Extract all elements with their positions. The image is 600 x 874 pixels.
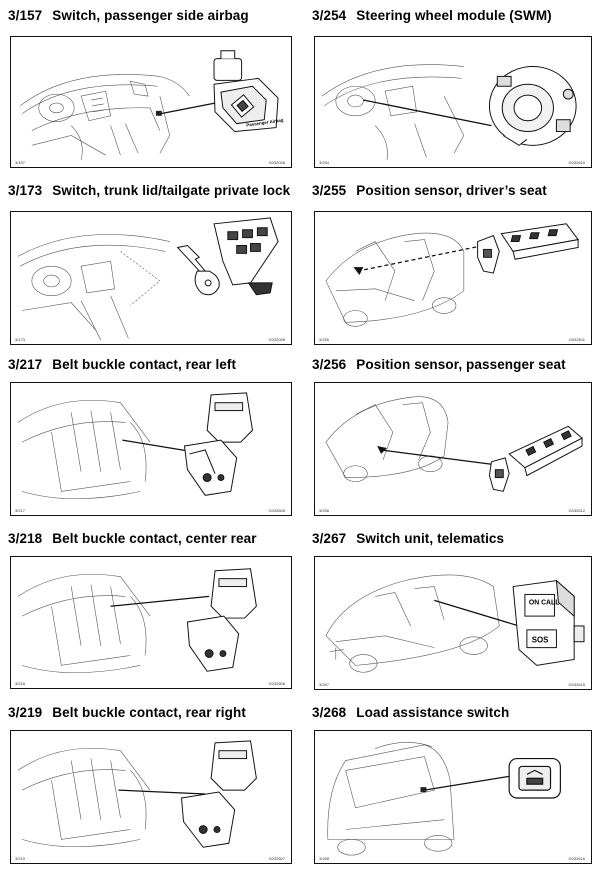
ref-code-left: 3/218 <box>15 681 26 686</box>
item-label: Belt buckle contact, rear right <box>52 705 246 720</box>
item-code: 3/173 <box>8 183 43 198</box>
item-title: 3/217 Belt buckle contact, rear left <box>8 357 236 372</box>
item-code: 3/268 <box>312 705 347 720</box>
belt-buckle-icon <box>17 392 253 499</box>
illustration-frame: 3/255 G032611 <box>314 211 592 345</box>
item-label: Steering wheel module (SWM) <box>356 8 552 23</box>
ref-code-left: 3/217 <box>15 508 26 513</box>
item-title: 3/218 Belt buckle contact, center rear <box>8 531 257 546</box>
item-code: 3/217 <box>8 357 43 372</box>
item-title: 3/268 Load assistance switch <box>312 705 509 720</box>
illustration-frame: 3/217 G032605 <box>10 382 292 516</box>
item-code: 3/267 <box>312 531 347 546</box>
item-3-218: 3/218 Belt buckle contact, center rear 3/… <box>8 531 296 691</box>
item-label: Switch, passenger side airbag <box>52 8 249 23</box>
item-3-268: 3/268 Load assistance switch 3/268 G03261… <box>312 705 596 867</box>
item-label: Belt buckle contact, rear left <box>52 357 237 372</box>
ref-code-right: G032607 <box>268 856 285 861</box>
ref-code-right: G032028 <box>268 160 285 165</box>
sos-label: SOS <box>532 636 549 645</box>
item-label: Switch, trunk lid/tailgate private lock <box>52 183 291 198</box>
item-title: 3/267 Switch unit, telematics <box>312 531 504 546</box>
item-code: 3/254 <box>312 8 347 23</box>
ref-code-right: G032610 <box>568 160 585 165</box>
item-title: 3/255 Position sensor, driver’s seat <box>312 183 547 198</box>
illustration-frame: 3/256 G032612 <box>314 382 592 516</box>
ref-code-left: 3/268 <box>319 856 330 861</box>
ref-code-right: G032612 <box>568 508 585 513</box>
item-3-173: 3/173 Switch, trunk lid/tailgate private … <box>8 183 296 346</box>
item-3-267: 3/267 Switch unit, telematics ON CALL SOS <box>312 531 596 691</box>
item-code: 3/219 <box>8 705 43 720</box>
ref-code-left: 3/254 <box>319 160 330 165</box>
illustration-frame: 3/254 G032610 <box>314 36 592 168</box>
item-title: 3/157 Switch, passenger side airbag <box>8 8 249 23</box>
telematics-switch-icon: ON CALL SOS <box>325 574 585 673</box>
airbag-label: Passenger Airbag <box>246 117 284 127</box>
load-switch-icon <box>327 742 561 856</box>
ref-code-left: 3/173 <box>15 337 26 342</box>
ref-code-right: G032615 <box>568 682 585 687</box>
item-3-255: 3/255 Position sensor, driver’s seat <box>312 183 596 346</box>
item-label: Belt buckle contact, center rear <box>52 531 257 546</box>
item-code: 3/218 <box>8 531 43 546</box>
illustration-frame: 3/268 G032616 <box>314 730 592 864</box>
illustration-frame: 3/218 G032606 <box>10 556 292 689</box>
item-label: Switch unit, telematics <box>356 531 505 546</box>
illustration-frame: Passenger Airbag 3/157 G032028 <box>10 36 292 168</box>
belt-buckle-icon <box>17 568 257 673</box>
seat-sensor-icon <box>325 396 583 492</box>
ref-code-right: G032606 <box>268 681 285 686</box>
item-code: 3/255 <box>312 183 347 198</box>
item-title: 3/254 Steering wheel module (SWM) <box>312 8 552 23</box>
ref-code-left: 3/255 <box>319 337 330 342</box>
item-code: 3/157 <box>8 8 43 23</box>
item-title: 3/219 Belt buckle contact, rear right <box>8 705 246 720</box>
ref-code-left: 3/267 <box>319 682 330 687</box>
steering-module-icon <box>321 64 577 161</box>
item-label: Load assistance switch <box>356 705 510 720</box>
illustration-frame: 3/173 G032098 <box>10 211 292 345</box>
item-code: 3/256 <box>312 357 347 372</box>
ref-code-right: G032098 <box>268 337 285 342</box>
item-label: Position sensor, driver’s seat <box>356 183 547 198</box>
illustration-frame: 3/219 G032607 <box>10 730 292 864</box>
item-3-256: 3/256 Position sensor, passenger seat <box>312 357 596 517</box>
item-label: Position sensor, passenger seat <box>356 357 566 372</box>
item-title: 3/173 Switch, trunk lid/tailgate private … <box>8 183 290 198</box>
ref-code-right: G032616 <box>568 856 585 861</box>
ref-code-left: 3/219 <box>15 856 26 861</box>
ref-code-right: G032611 <box>568 337 585 342</box>
belt-buckle-icon <box>17 740 257 848</box>
item-3-219: 3/219 Belt buckle contact, rear right 3/2… <box>8 705 296 867</box>
dashboard-airbag-switch-icon: Passenger Airbag <box>19 50 284 161</box>
ref-code-left: 3/157 <box>15 160 26 165</box>
item-3-254: 3/254 Steering wheel module (SWM) <box>312 8 596 168</box>
ref-code-left: 3/256 <box>319 508 330 513</box>
illustration-frame: ON CALL SOS 3/267 G032615 <box>314 556 592 690</box>
key-remote-icon <box>17 217 279 341</box>
item-3-157: 3/157 Switch, passenger side airbag <box>8 8 296 168</box>
on-call-label: ON CALL <box>529 599 560 606</box>
item-title: 3/256 Position sensor, passenger seat <box>312 357 566 372</box>
seat-sensor-icon <box>325 223 579 327</box>
ref-code-right: G032605 <box>268 508 285 513</box>
